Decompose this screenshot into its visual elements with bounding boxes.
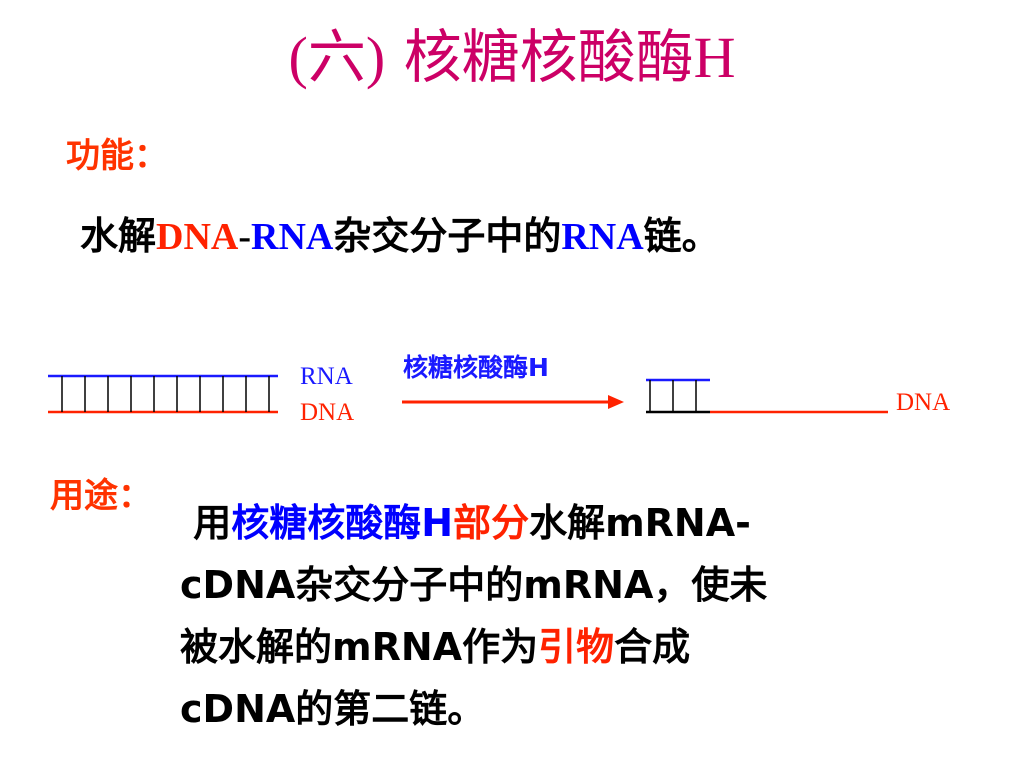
title-enzyme-name: 核糖核酸酶: [403, 23, 694, 91]
product-base-pairs: [649, 380, 697, 412]
usage-text-remaining: 被水解的mRNA作为: [180, 625, 539, 669]
usage-text-enzyme: 核糖核酸酶H: [231, 501, 454, 545]
function-text-dash: -: [238, 216, 251, 258]
function-description: 水解DNA-RNA杂交分子中的RNA链。: [80, 205, 720, 260]
hybrid-base-pairs: [61, 376, 270, 412]
usage-description: 用核糖核酸酶H部分水解mRNA- cDNA杂交分子中的mRNA，使未 被水解的m…: [180, 492, 767, 740]
reaction-arrow-head: [608, 395, 624, 409]
usage-line-2: cDNA杂交分子中的mRNA，使未: [180, 563, 768, 607]
function-text-rna: RNA: [251, 216, 334, 258]
enzyme-label: 核糖核酸酶H: [403, 353, 549, 382]
usage-text-partial: 部分: [453, 501, 530, 545]
hybrid-cleavage-diagram: RNA DNA 核糖核酸酶H DNA: [48, 353, 950, 426]
function-label: 功能：: [66, 136, 168, 176]
function-text-rna-2: RNA: [561, 216, 644, 258]
function-text-2: 杂交分子中的: [333, 214, 562, 258]
usage-label: 用途：: [50, 476, 152, 516]
usage-line-4: cDNA的第二链。: [180, 687, 486, 731]
rna-strand-label: RNA: [300, 363, 353, 390]
usage-text-synthesize: 合成: [614, 625, 691, 669]
title-suffix: H: [693, 25, 736, 90]
function-text-3: 链。: [643, 214, 720, 258]
function-text-1: 水解: [80, 214, 157, 258]
title-prefix: (六): [288, 25, 386, 90]
dna-strand-label: DNA: [300, 399, 354, 426]
product-dna-label: DNA: [896, 389, 950, 416]
function-text-dna: DNA: [156, 216, 239, 258]
usage-text-use: 用: [193, 501, 232, 545]
usage-text-hydrolyze: 水解mRNA-: [529, 501, 751, 545]
slide-title: (六) 核糖核酸酶H: [0, 22, 1024, 93]
usage-line-1: 用核糖核酸酶H部分水解mRNA-: [180, 492, 767, 554]
usage-line-3: 被水解的mRNA作为引物合成: [180, 616, 767, 678]
usage-text-primer: 引物: [538, 625, 615, 669]
